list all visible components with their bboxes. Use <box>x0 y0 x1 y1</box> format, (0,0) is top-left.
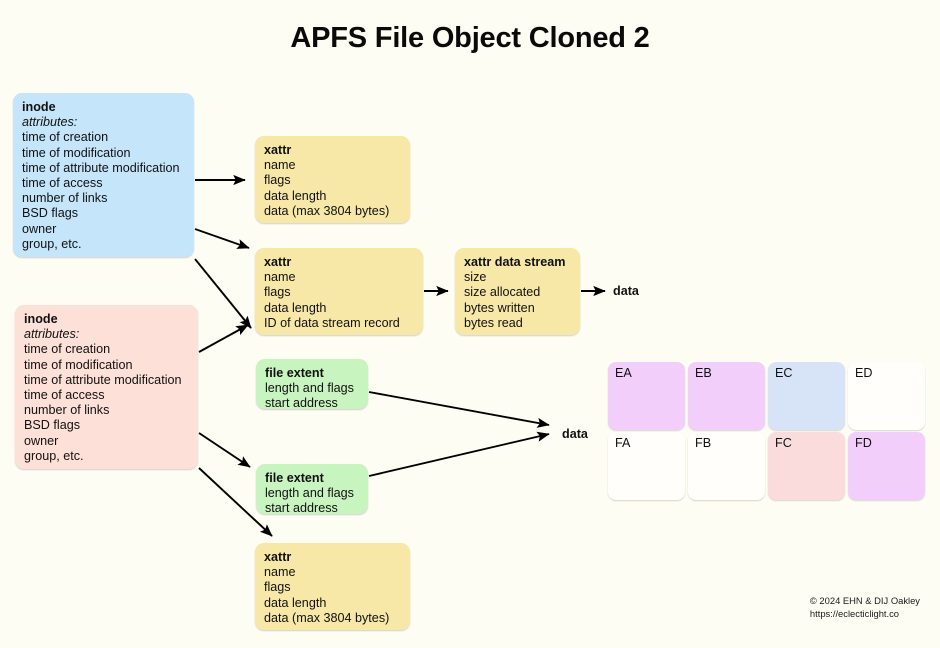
xattr-mid-header: xattr <box>264 255 292 269</box>
file-extent-2-line-0: length and flags <box>265 486 354 501</box>
inode-pink-line-4: number of links <box>24 403 110 418</box>
storage-block-EB-label: EB <box>695 366 712 380</box>
arrow-inode-blue-to-xattr-mid <box>194 228 250 249</box>
inode-blue-line-6: owner <box>22 221 57 236</box>
inode-pink-line-6: owner <box>24 433 59 448</box>
inode-pink-line-5: BSD flags <box>24 418 80 433</box>
xattr-top-line-0: name <box>264 158 296 173</box>
file-extent-2-header: file extent <box>265 471 324 485</box>
inode-pink-line-2: time of attribute modification <box>24 372 182 387</box>
inode-blue-line-7: group, etc. <box>22 236 82 251</box>
inode-blue-line-3: time of access <box>22 176 103 191</box>
inode-pink-line-7: group, etc. <box>24 448 84 463</box>
copyright-line: © 2024 EHN & DIJ Oakley <box>809 595 920 606</box>
storage-block-EA[interactable]: EA <box>608 362 685 430</box>
xattr-top-line-2: data length <box>264 188 327 203</box>
inode-pink-node[interactable]: inode attributes: time of creation time … <box>15 305 198 469</box>
storage-block-FC[interactable]: FC <box>768 432 845 500</box>
inode-pink-line-0: time of creation <box>24 342 111 357</box>
arrow-file-extent-2-to-data <box>368 431 550 477</box>
inode-pink-subheader: attributes: <box>24 327 80 342</box>
file-extent-1-header: file extent <box>265 366 324 380</box>
inode-blue-line-0: time of creation <box>22 130 109 145</box>
inode-blue-header: inode <box>22 100 56 114</box>
xattr-bottom-line-2: data length <box>264 595 327 610</box>
xattr-mid-line-1: flags <box>264 285 291 300</box>
xattr-mid-line-2: data length <box>264 300 327 315</box>
website-line: https://eclecticlight.co <box>809 607 900 619</box>
arrow-inode-pink-to-xattr-mid <box>198 324 249 353</box>
arrow-inode-pink-to-file-extent-2 <box>198 432 251 468</box>
inode-blue-node[interactable]: inode attributes: time of creation time … <box>13 93 194 257</box>
xattr-top-line-1: flags <box>264 173 291 188</box>
inode-blue-line-1: time of modification <box>22 145 131 160</box>
storage-block-ED[interactable]: ED <box>848 362 925 430</box>
storage-block-FB-label: FB <box>695 436 712 450</box>
xattr-bottom-line-3: data (max 3804 bytes) <box>264 610 390 625</box>
xattr-bottom-node[interactable]: xattr name flags data length data (max 3… <box>255 543 410 630</box>
xattr-data-stream-line-3: bytes read <box>464 315 523 330</box>
extents-data-label: data <box>562 427 588 441</box>
inode-blue-subheader: attributes: <box>22 115 78 130</box>
arrow-inode-blue-to-file-extent-1 <box>194 258 252 329</box>
xattr-data-stream-node[interactable]: xattr data stream size size allocated by… <box>455 248 580 335</box>
copyright-credit: © 2024 EHN & DIJ Oakley https://eclectic… <box>810 595 920 620</box>
xattr-bottom-line-0: name <box>264 565 296 580</box>
page-title: APFS File Object Cloned 2 <box>290 22 650 54</box>
storage-block-FD-label: FD <box>855 436 872 450</box>
storage-block-EB[interactable]: EB <box>688 362 765 430</box>
xattr-data-stream-line-1: size allocated <box>464 285 541 300</box>
file-extent-1-line-1: start address <box>265 396 338 411</box>
storage-block-EC[interactable]: EC <box>768 362 845 430</box>
storage-block-EA-label: EA <box>615 366 632 380</box>
xattr-top-node[interactable]: xattr name flags data length data (max 3… <box>255 136 410 223</box>
file-extent-2-line-1: start address <box>265 501 338 516</box>
inode-pink-line-3: time of access <box>24 388 105 403</box>
storage-block-ED-label: ED <box>855 366 873 380</box>
storage-blocks-grid: EA EB EC ED FA FB FC FD <box>608 362 928 502</box>
data-stream-data-label: data <box>613 284 639 298</box>
file-extent-2-node[interactable]: file extent length and flags start addre… <box>256 464 368 516</box>
storage-block-FA[interactable]: FA <box>608 432 685 500</box>
arrow-file-extent-1-to-data <box>368 391 550 428</box>
xattr-bottom-line-1: flags <box>264 580 291 595</box>
xattr-mid-line-0: name <box>264 270 296 285</box>
storage-block-FC-label: FC <box>775 436 792 450</box>
xattr-data-stream-line-0: size <box>464 270 487 285</box>
xattr-data-stream-header: xattr data stream <box>464 255 566 269</box>
file-extent-1-node[interactable]: file extent length and flags start addre… <box>256 359 368 411</box>
file-extent-1-line-0: length and flags <box>265 381 354 396</box>
storage-block-EC-label: EC <box>775 366 793 380</box>
xattr-mid-line-3: ID of data stream record <box>264 315 400 330</box>
xattr-mid-node[interactable]: xattr name flags data length ID of data … <box>255 248 423 335</box>
xattr-top-header: xattr <box>264 143 292 157</box>
inode-blue-line-2: time of attribute modification <box>22 160 180 175</box>
xattr-data-stream-line-2: bytes written <box>464 300 535 315</box>
storage-block-FD[interactable]: FD <box>848 432 925 500</box>
storage-block-FA-label: FA <box>615 436 631 450</box>
inode-blue-line-5: BSD flags <box>22 206 78 221</box>
inode-pink-header: inode <box>24 312 58 326</box>
inode-blue-line-4: number of links <box>22 191 108 206</box>
xattr-bottom-header: xattr <box>264 550 292 564</box>
storage-block-FB[interactable]: FB <box>688 432 765 500</box>
inode-pink-line-1: time of modification <box>24 357 133 372</box>
xattr-top-line-3: data (max 3804 bytes) <box>264 203 390 218</box>
